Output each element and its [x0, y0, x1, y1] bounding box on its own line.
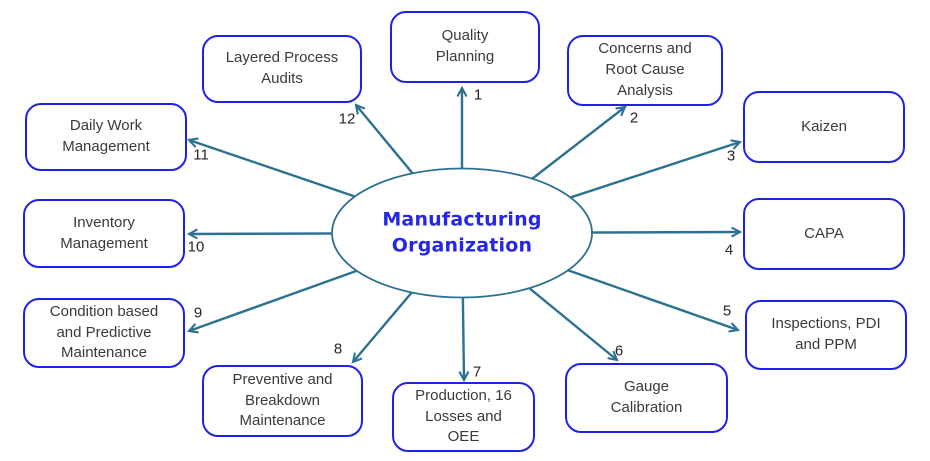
- node-layered-process-audits: Layered Process Audits: [202, 35, 362, 103]
- node-label: Condition based and Predictive Maintenan…: [49, 302, 159, 362]
- node-quality-planning: Quality Planning: [390, 11, 540, 83]
- connector-number-2: 2: [629, 109, 639, 127]
- node-preventive-breakdown-maintenance: Preventive and Breakdown Maintenance: [202, 365, 363, 437]
- connector-number-9: 9: [193, 304, 203, 322]
- node-label: Inspections, PDI and PPM: [771, 315, 881, 353]
- node-daily-work-management: Daily Work Management: [25, 103, 187, 171]
- node-label: Quality Planning: [435, 27, 495, 65]
- connector-number-5: 5: [722, 302, 732, 320]
- node-inspections-pdi-ppm: Inspections, PDI and PPM: [745, 300, 907, 370]
- connector-number-3: 3: [726, 147, 736, 165]
- node-condition-predictive-maintenance: Condition based and Predictive Maintenan…: [23, 298, 185, 368]
- connector-number-10: 10: [187, 238, 205, 256]
- node-inventory-management: Inventory Management: [23, 199, 185, 268]
- connector-number-7: 7: [472, 363, 482, 381]
- connector-number-4: 4: [724, 241, 734, 259]
- node-label: Concerns and Root Cause Analysis: [598, 40, 692, 99]
- connector-number-6: 6: [614, 342, 624, 360]
- connector-number-12: 12: [338, 110, 356, 128]
- node-production-16-losses-oee: Production, 16 Losses and OEE: [392, 382, 535, 452]
- connector-number-11: 11: [193, 146, 209, 164]
- node-label: Layered Process Audits: [225, 49, 339, 87]
- center-ellipse: [331, 167, 593, 299]
- node-kaizen: Kaizen: [743, 91, 905, 163]
- node-label: Inventory Management: [60, 213, 148, 252]
- node-concerns-root-cause-analysis: Concerns and Root Cause Analysis: [567, 35, 723, 106]
- node-gauge-calibration: Gauge Calibration: [565, 363, 728, 433]
- node-label: Preventive and Breakdown Maintenance: [232, 370, 333, 430]
- node-label: Production, 16 Losses and OEE: [415, 386, 512, 446]
- center-node-label: Manufacturing Organization: [382, 208, 542, 256]
- node-label: CAPA: [804, 224, 844, 242]
- connector-number-8: 8: [333, 340, 343, 358]
- node-label: Gauge Calibration: [610, 378, 683, 416]
- node-label: Daily Work Management: [62, 117, 150, 155]
- node-label: Kaizen: [801, 117, 847, 135]
- connector-number-1: 1: [473, 86, 483, 104]
- node-capa: CAPA: [743, 198, 905, 270]
